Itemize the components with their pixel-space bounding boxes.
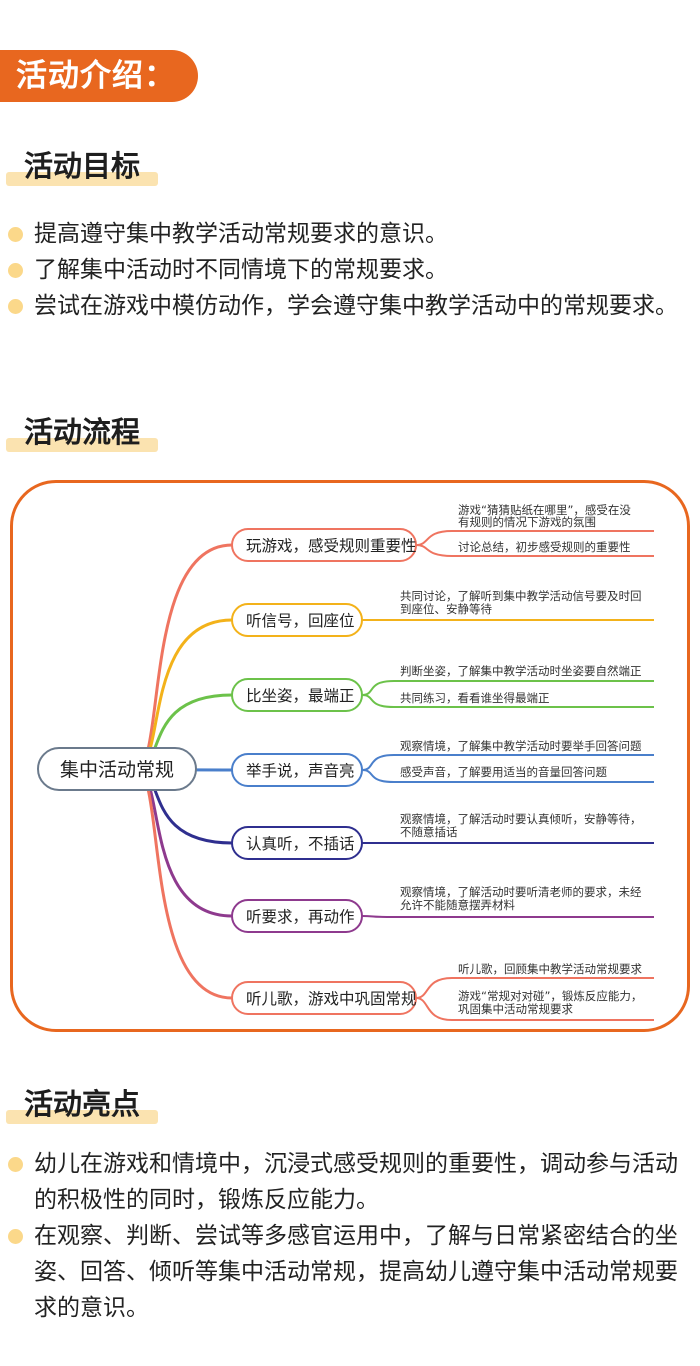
sub-connector [361, 915, 654, 918]
intro-banner: 活动介绍： [0, 50, 198, 102]
highlights-title: 活动亮点 [24, 1087, 141, 1121]
branch-node [231, 981, 417, 1015]
goal-item: 尝试在游戏中模仿动作，学会遵守集中教学活动中的常规要求。 [0, 288, 700, 324]
branch-node [231, 753, 363, 787]
goals-title: 活动目标 [24, 149, 141, 183]
sub-item-text: 观察情境，了解活动时要听清老师的要求，未经 [400, 885, 642, 899]
branch-node [231, 899, 363, 933]
sub-item-text: 允许不能随意摆弄材料 [400, 898, 515, 912]
branch-node-label: 认真听，不插话 [246, 835, 355, 853]
bullet-dot-icon [8, 1229, 23, 1244]
goal-item: 提高遵守集中教学活动常规要求的意识。 [0, 216, 700, 252]
sub-item-text: 观察情境，了解活动时要认真倾听，安静等待， [400, 812, 642, 826]
sub-connector [415, 544, 654, 557]
goal-item: 了解集中活动时不同情境下的常规要求。 [0, 252, 700, 288]
branch-node [231, 826, 363, 860]
bullet-dot-icon [8, 299, 23, 314]
highlights-title-highlight [6, 1110, 158, 1124]
branch-connector [135, 767, 233, 1000]
center-node-label: 集中活动常规 [60, 759, 174, 781]
sub-connector [415, 977, 654, 999]
goals-list: 提高遵守集中教学活动常规要求的意识。 了解集中活动时不同情境下的常规要求。 尝试… [0, 216, 700, 324]
sub-item-text: 观察情境，了解集中教学活动时要举手回答问题 [400, 739, 642, 753]
branch-node-label: 听信号，回座位 [246, 612, 355, 630]
sub-item-text: 共同讨论，了解听到集中教学活动信号要及时回 [400, 589, 642, 603]
sub-item-text: 有规则的情况下游戏的氛围 [458, 515, 596, 529]
center-node [37, 747, 197, 791]
branch-node [231, 603, 363, 637]
branch-node-label: 比坐姿，最端正 [246, 687, 355, 705]
branch-node [231, 678, 363, 712]
sub-item-text: 讨论总结，初步感受规则的重要性 [458, 540, 631, 554]
sub-connector [361, 769, 654, 783]
bullet-dot-icon [8, 263, 23, 278]
branch-node-label: 听儿歌，游戏中巩固常规 [246, 990, 417, 1008]
sub-item-text: 听儿歌，回顾集中教学活动常规要求 [458, 962, 642, 976]
bullet-dot-icon [8, 1157, 23, 1172]
sub-item-text: 游戏“常规对对碰”，锻炼反应能力， [458, 989, 642, 1003]
highlight-item: 在观察、判断、尝试等多感官运用中，了解与日常紧密结合的坐姿、回答、倾听等集中活动… [0, 1218, 700, 1326]
branch-connector [135, 543, 233, 771]
sub-connector [361, 694, 654, 708]
sub-item-text: 到座位、安静等待 [400, 602, 492, 616]
highlights-list: 幼儿在游戏和情境中，沉浸式感受规则的重要性，调动参与活动的积极性的同时，锻炼反应… [0, 1146, 700, 1326]
branch-node-label: 举手说，声音亮 [246, 762, 355, 780]
sub-item-text: 巩固集中活动常规要求 [458, 1002, 573, 1016]
goals-title-highlight [6, 172, 158, 186]
sub-connector [415, 997, 654, 1021]
sub-item-text: 游戏“猜猜贴纸在哪里”，感受在没 [458, 503, 631, 517]
sub-item-text: 共同练习，看看谁坐得最端正 [400, 691, 550, 705]
bullet-dot-icon [8, 227, 23, 242]
sub-item-text: 判断坐姿，了解集中教学活动时坐姿要自然端正 [400, 664, 642, 678]
flow-title-highlight [6, 438, 158, 452]
branch-node-label: 听要求，再动作 [246, 908, 355, 926]
sub-item-text: 不随意插话 [400, 825, 458, 839]
highlight-item: 幼儿在游戏和情境中，沉浸式感受规则的重要性，调动参与活动的积极性的同时，锻炼反应… [0, 1146, 700, 1218]
mindmap-frame [10, 480, 690, 1032]
sub-item-text: 感受声音，了解要用适当的音量回答问题 [400, 765, 607, 779]
branch-node [231, 528, 417, 562]
flow-title: 活动流程 [24, 415, 141, 449]
branch-node-label: 玩游戏，感受规则重要性 [246, 537, 417, 555]
